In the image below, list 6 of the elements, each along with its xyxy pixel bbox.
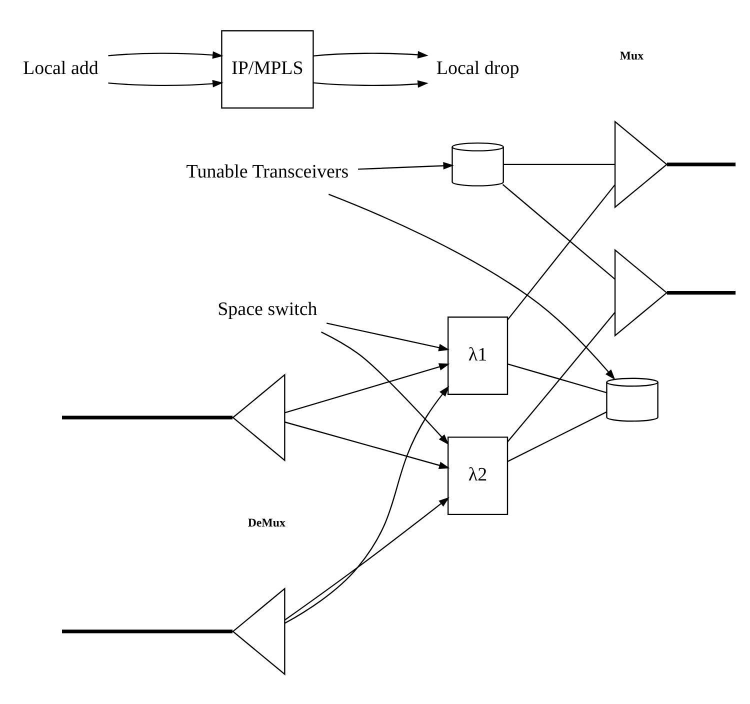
node-text: Space switch: [218, 298, 318, 320]
label: DeMux: [248, 514, 286, 529]
node-text: Local add: [22, 57, 98, 78]
node-text: Tunable Transceivers: [186, 160, 349, 182]
node-text: Local drop: [436, 57, 520, 78]
label: Mux: [620, 48, 644, 62]
